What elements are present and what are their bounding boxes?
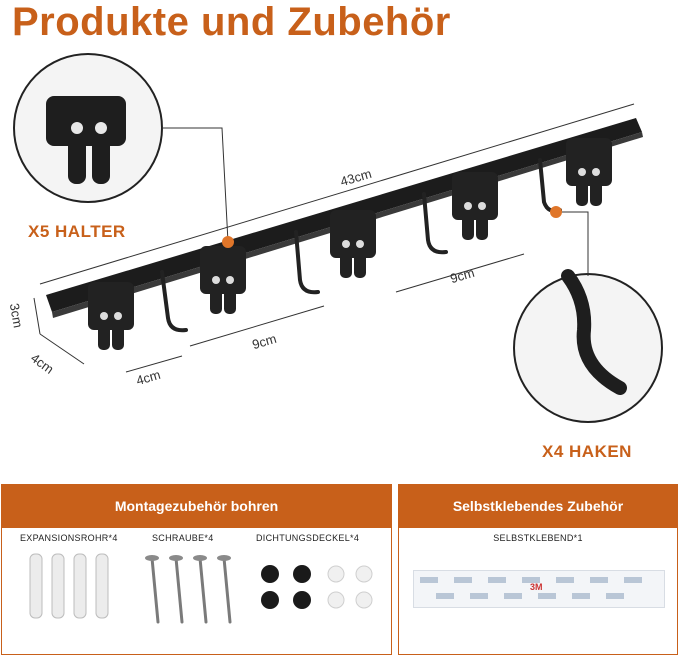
marker-hook [550, 206, 562, 218]
label-expansion-tube: EXPANSIONSROHR*4 [20, 533, 118, 543]
holder-4 [452, 172, 498, 240]
sealing-cap-icons [261, 565, 373, 609]
label-sealing-cap: DICHTUNGSDECKEL*4 [256, 533, 360, 543]
holder-1 [88, 282, 134, 350]
dim-line-length [39, 103, 635, 285]
panel-drill-accessories: Montagezubehör bohren EXPANSIONSROHR*4 S… [1, 484, 392, 655]
leader-holder [162, 127, 229, 243]
zoom-holder-detail [46, 96, 126, 184]
dim-line-depth [39, 333, 85, 365]
callout-holder: X5 HALTER [28, 222, 126, 241]
panel-adhesive-accessories: Selbstklebendes Zubehör SELBSTKLEBEND*1 … [398, 484, 678, 655]
dim-line-spacing-holder [189, 305, 325, 347]
page-title: Produkte und Zubehör [12, 0, 451, 44]
expansion-tube-icons [29, 553, 109, 619]
label-screw: SCHRAUBE*4 [152, 533, 214, 543]
leader-hook [556, 211, 589, 276]
label-self-adhesive: SELBSTKLEBEND*1 [493, 533, 583, 543]
tape-brand-label: 3M [530, 582, 543, 592]
hook-3 [422, 192, 448, 255]
panel-drill-title: Montagezubehör bohren [2, 484, 391, 528]
dim-line-height [33, 297, 41, 335]
dim-line-spacing-hook [395, 253, 525, 293]
hook-1 [160, 270, 188, 333]
marker-holder [222, 236, 234, 248]
screw-icons [150, 556, 232, 624]
holder-2 [200, 246, 246, 314]
holder-3 [330, 210, 376, 278]
zoom-hook-detail [561, 269, 627, 395]
panel-adhesive-title: Selbstklebendes Zubehör [399, 484, 677, 528]
dim-line-hook-width [125, 355, 183, 373]
callout-hook: X4 HAKEN [542, 442, 632, 461]
drill-parts-illustration [29, 553, 373, 624]
adhesive-strip-pattern [420, 577, 642, 599]
adhesive-strip: 3M [413, 570, 665, 608]
holder-5 [566, 138, 612, 206]
product-illustration [13, 53, 663, 423]
hook-2 [294, 230, 320, 295]
